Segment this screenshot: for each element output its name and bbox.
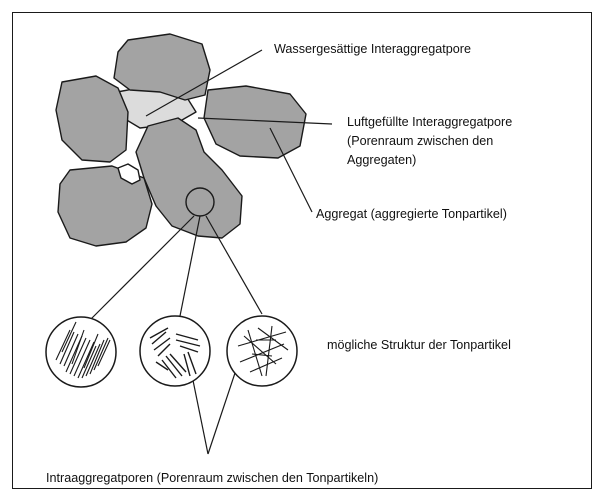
label-clay-structure: mögliche Struktur der Tonpartikel (327, 337, 511, 354)
label-air-filled-pore-line3: Aggregaten) (347, 152, 416, 169)
structure-circle-network (227, 316, 297, 386)
label-water-filled-pore: Wassergesättige Interaggregatpore (274, 41, 471, 58)
zoom-circle (186, 188, 214, 216)
leader-zoom-3 (206, 216, 262, 314)
structure-circle-clustered (140, 316, 210, 386)
structure-circle-parallel (46, 317, 116, 387)
label-air-filled-pore-line2: (Porenraum zwischen den (347, 133, 493, 150)
label-aggregate: Aggregat (aggregierte Tonpartikel) (316, 206, 507, 223)
aggregate-left (56, 76, 128, 162)
label-intra-pores: Intraaggregatporen (Porenraum zwischen d… (46, 470, 378, 487)
label-air-filled-pore-line1: Luftgefüllte Interaggregatpore (347, 114, 512, 131)
